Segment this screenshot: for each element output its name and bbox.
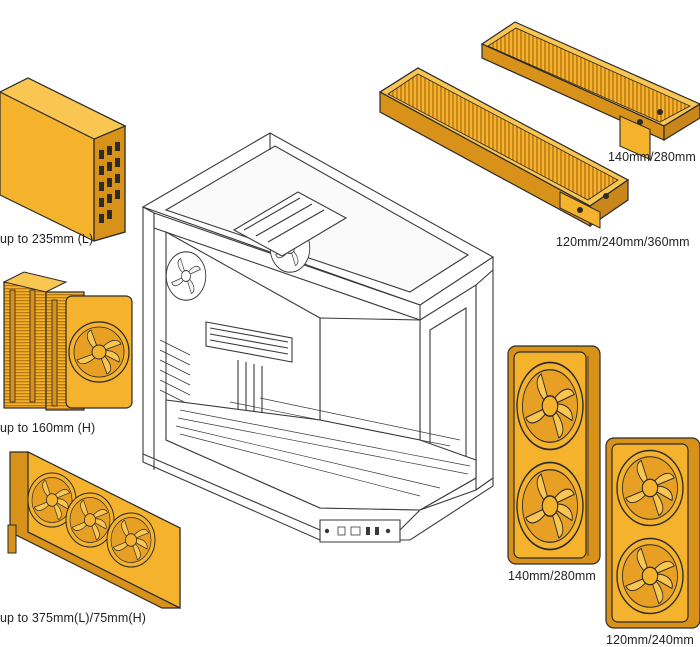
aio-radiator-icon-240 bbox=[605, 437, 700, 629]
top-radiator-360-label: 120mm/240mm/360mm bbox=[556, 235, 690, 249]
cpu-cooler-icon bbox=[2, 271, 133, 411]
side-aio-240-label: 120mm/240mm bbox=[606, 633, 694, 647]
aio-radiator-icon-280 bbox=[507, 345, 601, 565]
top-radiator-280-label: 140mm/280mm bbox=[608, 150, 696, 164]
cpu-cooler-height-label: up to 160mm (H) bbox=[0, 421, 96, 435]
gpu-icon bbox=[7, 451, 181, 609]
radiator-icon-360 bbox=[378, 67, 630, 229]
radiator-icon-280 bbox=[480, 21, 700, 161]
psu-size-label: up to 235mm (L) bbox=[0, 232, 94, 246]
case-icon bbox=[141, 132, 495, 543]
gpu-size-label: up to 375mm(L)/75mm(H) bbox=[0, 611, 146, 625]
side-aio-280-label: 140mm/280mm bbox=[508, 569, 596, 583]
psu-icon bbox=[0, 77, 127, 242]
